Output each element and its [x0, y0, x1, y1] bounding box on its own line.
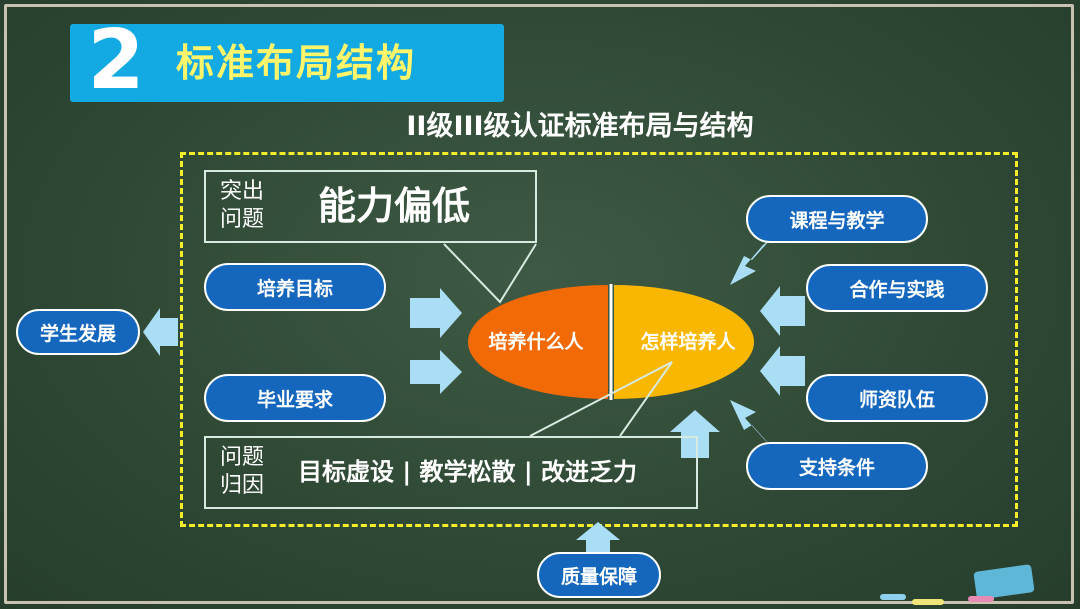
pill-training-goals: 培养目标: [204, 263, 386, 311]
ellipse-left-half: [468, 285, 608, 399]
bottom-callout-text: 目标虚设 | 教学松散 | 改进乏力: [298, 458, 637, 486]
top-callout-pointer: [443, 243, 537, 304]
top-callout-label-1: 突出: [220, 179, 265, 204]
top-callout-text: 能力偏低: [318, 184, 471, 228]
arrow-right-2: [760, 286, 805, 336]
arrow-from-quality: [576, 522, 620, 552]
chalk-eraser: [973, 564, 1035, 600]
chalk-piece-yellow: [912, 599, 944, 605]
bottom-callout-box: 问题 归因 目标虚设 | 教学松散 | 改进乏力: [204, 436, 698, 509]
section-number: 2: [87, 13, 145, 108]
pill-support-conditions: 支持条件: [746, 442, 928, 490]
arrow-right-1: [730, 240, 770, 285]
arrow-up-center: [670, 410, 720, 458]
pill-faculty: 师资队伍: [806, 374, 988, 422]
arrow-left-2: [410, 350, 462, 394]
chalk-piece-blue: [880, 594, 906, 600]
pill-graduation-requirements: 毕业要求: [204, 374, 386, 422]
section-title: 标准布局结构: [176, 41, 417, 85]
chalk-piece-pink: [968, 596, 994, 602]
ellipse-right-half: [614, 285, 754, 399]
chalkboard-frame: [4, 4, 1074, 604]
pill-quality-assurance: 质量保障: [537, 552, 661, 598]
diagram-subtitle: II级III级认证标准布局与结构: [406, 111, 754, 142]
bottom-callout-pointer: [529, 361, 673, 437]
arrow-to-student: [143, 308, 178, 356]
what-to-cultivate-label: 培养什么人: [488, 331, 584, 353]
top-callout-label-2: 问题: [220, 207, 265, 232]
arrow-left-1: [410, 288, 462, 338]
arrow-right-4: [730, 400, 770, 445]
pill-cooperation-practice: 合作与实践: [806, 264, 988, 312]
title-banner: [70, 24, 504, 102]
arrow-right-3: [760, 346, 805, 396]
pill-student-development: 学生发展: [16, 309, 140, 355]
how-to-cultivate-label: 怎样培养人: [640, 331, 736, 353]
pill-curriculum-teaching: 课程与教学: [746, 195, 928, 243]
top-callout-box: 突出 问题 能力偏低: [204, 170, 537, 243]
bottom-callout-label-2: 归因: [220, 473, 265, 498]
bottom-callout-label-1: 问题: [220, 445, 265, 470]
